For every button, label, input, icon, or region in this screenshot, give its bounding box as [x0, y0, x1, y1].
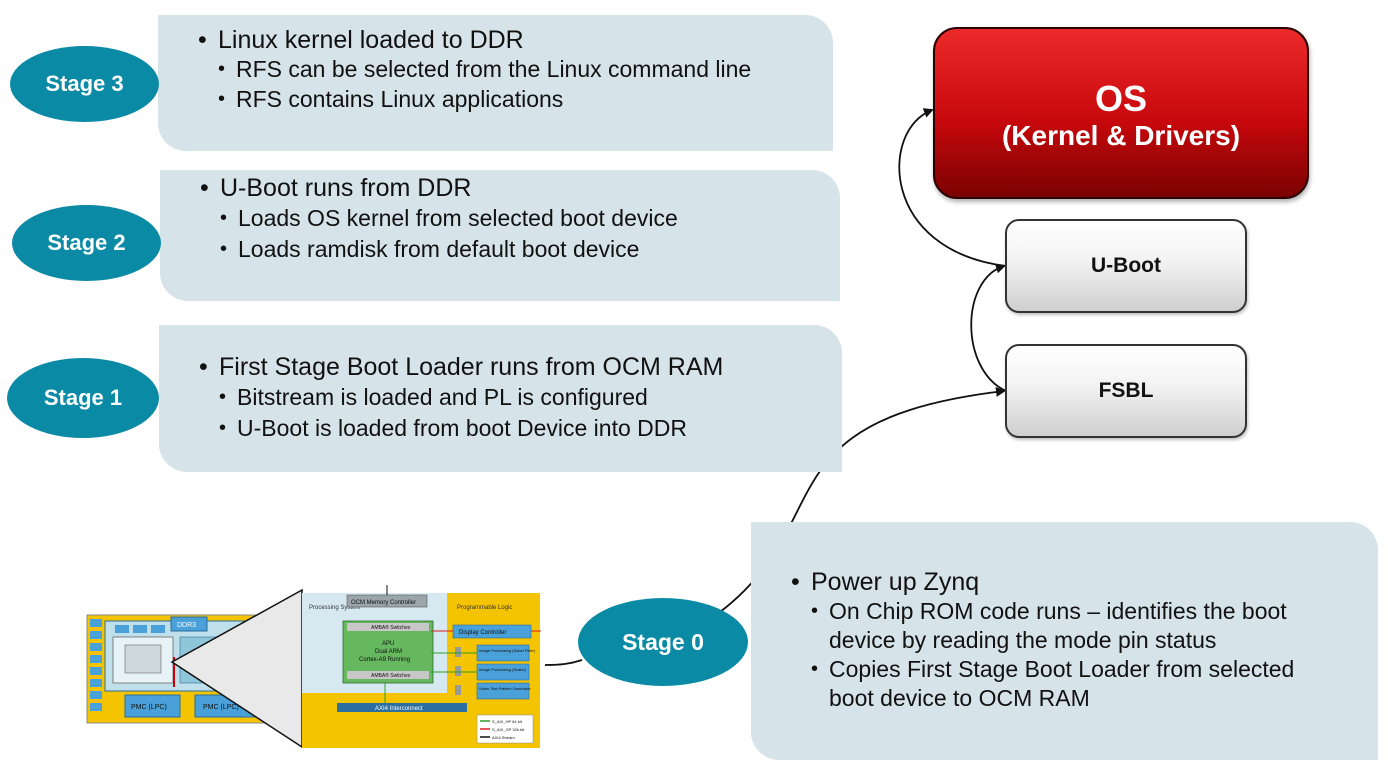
apu-dual-label: Dual ARM: [375, 649, 402, 655]
stage0-ellipse: Stage 0: [578, 598, 748, 686]
legend-gp: S_AXI_GP 32b bit: [492, 727, 525, 732]
stage1-main-bullet: First Stage Boot Loader runs from OCM RA…: [199, 352, 842, 382]
stage1-ellipse: Stage 1: [7, 358, 159, 438]
apu-cortex-label: Cortex-A9 Running: [359, 657, 410, 663]
ocm-label: OCM Memory Controller: [351, 600, 416, 606]
stage0-sub-bullet-1: On Chip ROM code runs – identifies the b…: [791, 597, 1339, 655]
stage1-sub-bullet-1: Bitstream is loaded and PL is configured: [199, 382, 842, 413]
pl-label: Programmable Logic: [457, 605, 512, 611]
fsbl-box: FSBL: [1005, 344, 1247, 438]
uboot-box: U-Boot: [1005, 219, 1247, 313]
stage2-panel: U-Boot runs from DDR Loads OS kernel fro…: [160, 170, 840, 301]
chip-ddr-label: DDR3: [177, 622, 196, 629]
axi-interconnect-label: AXI4 Interconnect: [375, 706, 423, 712]
os-subtitle: (Kernel & Drivers): [1001, 120, 1241, 151]
stage2-sub-bullet-2: Loads ramdisk from default boot device: [200, 234, 840, 265]
stage3-panel: Linux kernel loaded to DDR RFS can be se…: [158, 15, 833, 151]
stage0-panel: Power up Zynq On Chip ROM code runs – id…: [751, 522, 1378, 760]
amba-bottom-label: AMBA® Switches: [371, 672, 411, 679]
stage2-ellipse: Stage 2: [12, 205, 161, 281]
uboot-to-os-arrow: [898, 108, 1007, 267]
stage0-main-bullet: Power up Zynq: [791, 567, 1378, 597]
stage1-panel: First Stage Boot Loader runs from OCM RA…: [159, 325, 842, 472]
stage3-ellipse: Stage 3: [10, 46, 159, 122]
apu-label: APU: [382, 641, 394, 647]
stage3-main-bullet: Linux kernel loaded to DDR: [198, 25, 833, 55]
stage2-main-bullet: U-Boot runs from DDR: [200, 173, 840, 203]
stage0-sub-bullet-2: Copies First Stage Boot Loader from sele…: [791, 655, 1299, 713]
ip-vtpg-label: Video Test Pattern Generator: [479, 686, 531, 691]
chip-pmc-label-2: PMC (LPC): [203, 704, 239, 711]
zynq-block-diagram-thumbnail: DDR3 PMC (LPC) PMC (LPC) Processing Syst…: [86, 585, 541, 749]
stage3-sub-bullet-2: RFS contains Linux applications: [198, 84, 833, 115]
os-kernel-drivers-box: OS (Kernel & Drivers): [933, 27, 1309, 199]
zynq-zoomed-diagram: Processing System Programmable Logic OCM…: [302, 585, 541, 748]
stage3-sub-bullet-1: RFS can be selected from the Linux comma…: [198, 55, 796, 84]
fsbl-to-uboot-arrow: [970, 263, 1007, 392]
ip-sobel-label: Image Processing (Sobel Filter): [479, 648, 536, 653]
thumbnail-to-stage0-line: [544, 659, 583, 666]
legend-stream: AXI4 Stream: [492, 735, 515, 740]
ip-scaler-label: Image Processing (Scaler): [479, 667, 527, 672]
chip-pmc-label-1: PMC (LPC): [131, 704, 167, 711]
stage1-sub-bullet-2: U-Boot is loaded from boot Device into D…: [199, 413, 842, 444]
ps-label: Processing System: [309, 605, 360, 611]
legend-hp: S_AXI_HP 64 bit: [492, 719, 523, 724]
stage2-sub-bullet-1: Loads OS kernel from selected boot devic…: [200, 203, 840, 234]
os-title: OS: [1094, 78, 1147, 119]
display-controller-label: Display Controller: [459, 630, 506, 636]
amba-top-label: AMBA® Switches: [371, 624, 411, 631]
